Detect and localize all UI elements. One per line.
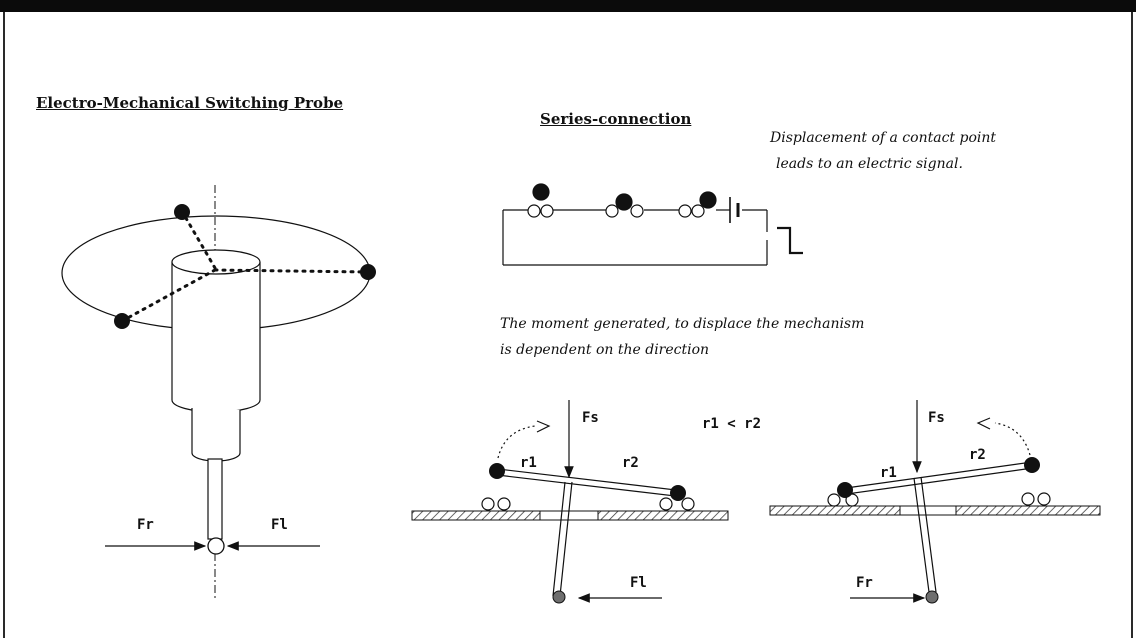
label-fr-probe: Fr xyxy=(137,517,154,533)
series-contact-ball-3 xyxy=(699,191,717,209)
contact-ball-lever-right xyxy=(1024,457,1040,473)
displacement-note-line2: leads to an electric signal. xyxy=(776,156,963,172)
label-fl-probe: Fl xyxy=(271,517,288,533)
contact-ball-seated-left xyxy=(670,485,686,501)
label-r1-right: r1 xyxy=(880,465,897,481)
label-fl-bottom: Fl xyxy=(630,575,647,591)
right-border xyxy=(1131,12,1133,638)
label-r1-left: r1 xyxy=(520,455,537,471)
stylus-tip-ball xyxy=(207,537,225,555)
probe-neck xyxy=(191,408,241,462)
contact-ball-lever-left xyxy=(489,463,505,479)
series-connection-title: Series-connection xyxy=(540,110,692,128)
series-circuit xyxy=(502,197,803,266)
stylus-tip-left xyxy=(552,590,566,604)
series-contact-pairs xyxy=(527,183,717,218)
displacement-note-line1: Displacement of a contact point xyxy=(770,130,996,146)
moment-note-line2: is dependent on the direction xyxy=(500,342,710,358)
moment-note-line1: The moment generated, to displace the me… xyxy=(500,316,865,332)
stylus-tip-right xyxy=(925,590,939,604)
label-r1-vs-r2: r1 < r2 xyxy=(702,416,762,432)
series-contact-ball-1 xyxy=(532,183,550,201)
series-contact-ball-2 xyxy=(615,193,633,211)
contact-ball-2 xyxy=(360,264,376,280)
probe-illustration xyxy=(61,185,376,598)
main-title: Electro-Mechanical Switching Probe xyxy=(36,94,344,112)
label-fs-left: Fs xyxy=(582,410,599,426)
label-fs-right: Fs xyxy=(928,410,945,426)
label-fr-bottom: Fr xyxy=(856,575,873,591)
stylus-rod-left xyxy=(552,481,573,597)
signal-step xyxy=(777,226,803,255)
stylus-rod-right xyxy=(913,476,937,593)
rotation-arrowhead-left xyxy=(536,420,551,433)
probe-body xyxy=(171,249,261,413)
spoke-lines xyxy=(122,211,370,322)
contact-ball-seated-right xyxy=(837,482,853,498)
lever-bar-left xyxy=(496,468,677,497)
label-r2-right: r2 xyxy=(969,447,986,463)
lever-bar-right xyxy=(845,461,1034,495)
mechanism-right xyxy=(769,400,1101,604)
rotation-arc-right xyxy=(994,422,1031,456)
left-border xyxy=(3,12,5,638)
probe-stylus xyxy=(207,458,223,540)
label-r2-left: r2 xyxy=(622,455,639,471)
rotation-arrowhead-right xyxy=(976,417,991,430)
top-border xyxy=(0,0,1136,12)
rotation-arc-left xyxy=(497,425,536,459)
contact-ball-3 xyxy=(114,313,130,329)
mechanism-left xyxy=(411,400,729,604)
contact-ball-1 xyxy=(174,204,190,220)
